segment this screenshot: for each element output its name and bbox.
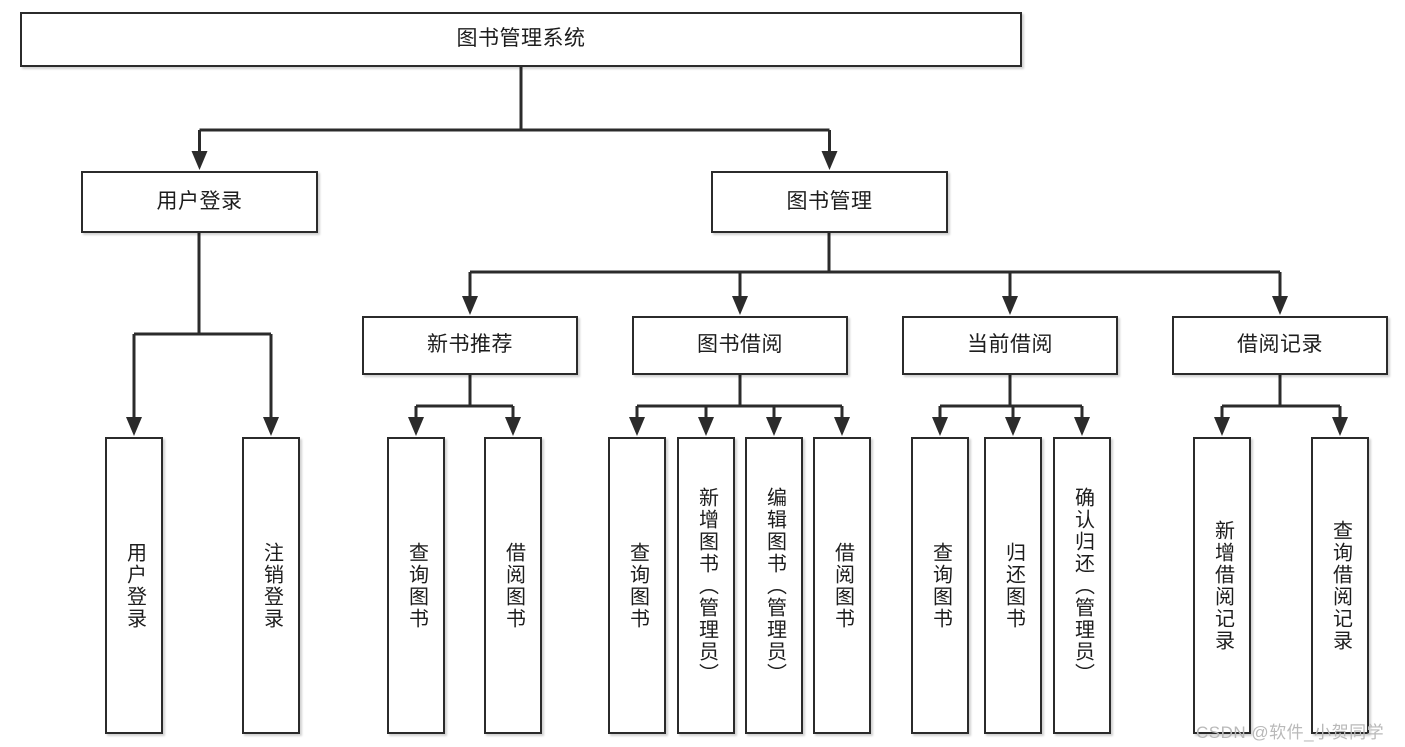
arrow-head-icon — [698, 417, 714, 436]
node-label-current-borrow: 当前借阅 — [967, 333, 1053, 357]
node-leaf-borrow-book-new[interactable]: 借阅图书 — [484, 437, 542, 734]
node-label-leaf-query-book-borrow: 查询图书 — [626, 541, 649, 630]
arrow-head-icon — [766, 417, 782, 436]
node-leaf-confirm-return[interactable]: 确认归还（管理员） — [1053, 437, 1111, 734]
node-label-leaf-add-record: 新增借阅记录 — [1211, 519, 1234, 652]
node-borrow-record[interactable]: 借阅记录 — [1172, 316, 1388, 375]
node-label-book-manage: 图书管理 — [786, 189, 873, 213]
arrow-head-icon — [932, 417, 948, 436]
arrow-head-icon — [1332, 417, 1348, 436]
node-label-leaf-user-logout: 注销登录 — [260, 541, 283, 630]
arrow-head-icon — [263, 417, 279, 436]
node-label-borrow-record: 借阅记录 — [1237, 333, 1323, 357]
node-book-manage[interactable]: 图书管理 — [711, 171, 948, 233]
node-leaf-query-book-new[interactable]: 查询图书 — [387, 437, 445, 734]
arrow-head-icon — [732, 296, 748, 315]
node-label-leaf-query-record: 查询借阅记录 — [1329, 519, 1352, 652]
node-leaf-add-record[interactable]: 新增借阅记录 — [1193, 437, 1251, 734]
node-label-leaf-user-login: 用户登录 — [123, 541, 146, 630]
node-label-root: 图书管理系统 — [456, 27, 586, 51]
arrow-head-icon — [408, 417, 424, 436]
arrow-head-icon — [126, 417, 142, 436]
arrow-head-icon — [191, 151, 208, 170]
node-label-leaf-borrow-book: 借阅图书 — [831, 541, 854, 630]
node-leaf-query-record[interactable]: 查询借阅记录 — [1311, 437, 1369, 734]
arrow-head-icon — [821, 151, 838, 170]
node-label-leaf-query-book-current: 查询图书 — [929, 541, 952, 630]
arrow-head-icon — [834, 417, 850, 436]
node-leaf-return-book[interactable]: 归还图书 — [984, 437, 1042, 734]
node-current-borrow[interactable]: 当前借阅 — [902, 316, 1118, 375]
node-leaf-query-book-borrow[interactable]: 查询图书 — [608, 437, 666, 734]
node-label-new-book-rec: 新书推荐 — [427, 333, 513, 357]
node-new-book-rec[interactable]: 新书推荐 — [362, 316, 578, 375]
arrow-head-icon — [1005, 417, 1021, 436]
node-label-leaf-add-book: 新增图书（管理员） — [695, 486, 718, 685]
arrow-head-icon — [462, 296, 478, 315]
node-label-leaf-return-book: 归还图书 — [1002, 541, 1025, 630]
node-label-user-login: 用户登录 — [156, 189, 243, 213]
node-leaf-borrow-book[interactable]: 借阅图书 — [813, 437, 871, 734]
arrow-head-icon — [1002, 296, 1018, 315]
node-book-borrow[interactable]: 图书借阅 — [632, 316, 848, 375]
node-root[interactable]: 图书管理系统 — [20, 12, 1022, 67]
arrow-head-icon — [1074, 417, 1090, 436]
node-leaf-add-book[interactable]: 新增图书（管理员） — [677, 437, 735, 734]
arrow-head-icon — [1214, 417, 1230, 436]
node-label-leaf-borrow-book-new: 借阅图书 — [502, 541, 525, 630]
node-label-book-borrow: 图书借阅 — [697, 333, 783, 357]
arrow-head-icon — [629, 417, 645, 436]
node-leaf-user-logout[interactable]: 注销登录 — [242, 437, 300, 734]
node-label-leaf-confirm-return: 确认归还（管理员） — [1071, 486, 1094, 685]
node-user-login[interactable]: 用户登录 — [81, 171, 318, 233]
node-label-leaf-edit-book: 编辑图书（管理员） — [763, 486, 786, 685]
node-leaf-edit-book[interactable]: 编辑图书（管理员） — [745, 437, 803, 734]
arrow-head-icon — [505, 417, 521, 436]
node-label-leaf-query-book-new: 查询图书 — [405, 541, 428, 630]
node-leaf-query-book-current[interactable]: 查询图书 — [911, 437, 969, 734]
arrow-head-icon — [1272, 296, 1288, 315]
node-leaf-user-login[interactable]: 用户登录 — [105, 437, 163, 734]
